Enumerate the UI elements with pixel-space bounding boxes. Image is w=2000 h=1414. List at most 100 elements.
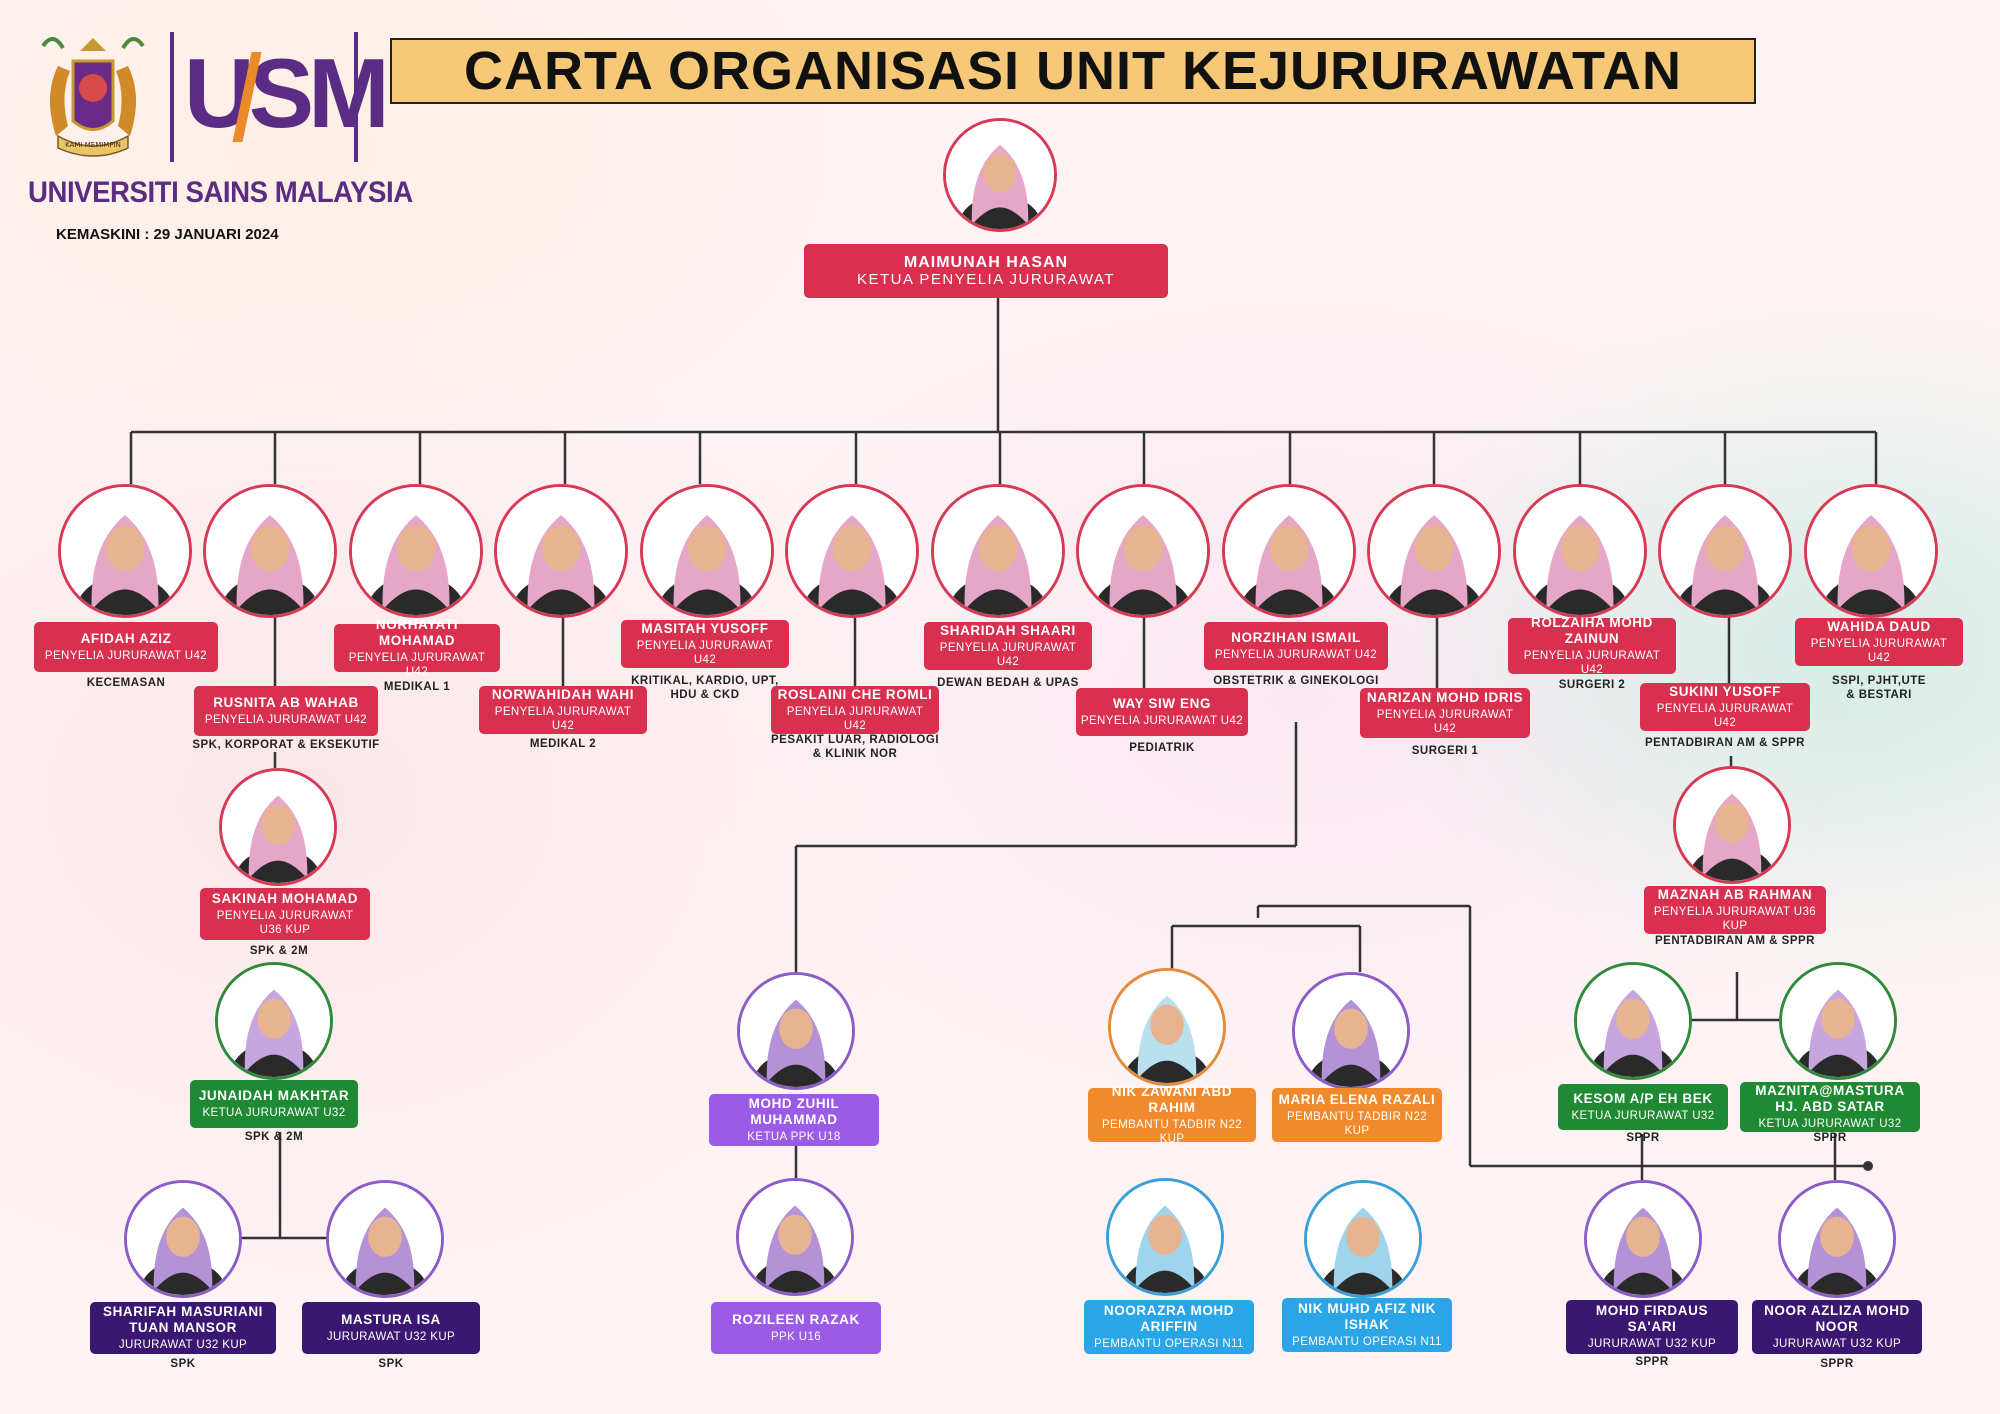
sakinah-name-box: SAKINAH MOHAMAD PENYELIA JURURAWAT U36 K… bbox=[200, 888, 370, 940]
kesom-unit: SPPR bbox=[1626, 1132, 1660, 1144]
supervisor-position: PENYELIA JURURAWAT U42 bbox=[348, 652, 486, 678]
rozileen-position: PPK U16 bbox=[770, 1331, 822, 1343]
chart-title: CARTA ORGANISASI UNIT KEJURURAWATAN bbox=[464, 41, 1682, 101]
portrait-shape bbox=[368, 1216, 402, 1257]
noorazliza-name: NOOR AZLIZA MOHD bbox=[1764, 1303, 1910, 1318]
supervisor-unit-line: & KLINIK NOR bbox=[812, 748, 898, 760]
supervisor-name: ROSLAINI CHE ROMLI bbox=[777, 687, 933, 702]
sharifah-photo bbox=[124, 1180, 242, 1298]
chief-name-box: MAIMUNAH HASAN KETUA PENYELIA JURURAWAT bbox=[804, 244, 1168, 298]
junaidah-position: KETUA JURURAWAT U32 bbox=[202, 1107, 346, 1119]
noorazliza-position: JURURAWAT U32 KUP bbox=[1772, 1338, 1902, 1350]
supervisor-position: PENYELIA JURURAWAT U42 bbox=[1656, 703, 1794, 729]
portrait-shape bbox=[1626, 1216, 1660, 1257]
afiz-name: NIK MUHD AFIZ NIK bbox=[1298, 1301, 1436, 1316]
portrait-shape bbox=[541, 525, 581, 572]
portrait-icon bbox=[1307, 1183, 1419, 1295]
portrait-shape bbox=[687, 525, 727, 572]
maznah-name-box: MAZNAH AB RAHMAN PENYELIA JURURAWAT U36 … bbox=[1644, 886, 1826, 934]
portrait-icon bbox=[218, 965, 330, 1077]
maznah-name: MAZNAH AB RAHMAN bbox=[1657, 887, 1813, 902]
portrait-icon bbox=[739, 1181, 851, 1293]
mastura-unit: SPK bbox=[378, 1358, 404, 1370]
portrait-shape bbox=[1715, 802, 1749, 843]
maria-position: PEMBANTU TADBIR N22 KUP bbox=[1286, 1111, 1428, 1137]
supervisor-unit: KRITIKAL, KARDIO, UPT, HDU & CKD bbox=[606, 674, 804, 702]
supervisor-box-rusnita: RUSNITA AB WAHAB PENYELIA JURURAWAT U42 bbox=[194, 686, 378, 736]
portrait-shape bbox=[778, 1214, 812, 1255]
supervisor-name: NORZIHAN ISMAIL bbox=[1231, 630, 1361, 645]
portrait-shape bbox=[1123, 525, 1163, 572]
portrait-shape bbox=[1616, 998, 1650, 1039]
portrait-icon bbox=[1782, 965, 1894, 1077]
chief-name: MAIMUNAH HASAN bbox=[903, 254, 1069, 271]
supervisor-name: NORHAYATI MOHAMAD bbox=[375, 617, 459, 648]
supervisor-unit-line: & BESTARI bbox=[1846, 689, 1912, 701]
supervisor-box-rolzaiha: ROLZAIHA MOHD ZAINUN PENYELIA JURURAWAT … bbox=[1508, 615, 1676, 676]
supervisor-unit: PENTADBIRAN AM & SPPR bbox=[1644, 737, 1805, 749]
sharifah-name-box: SHARIFAH MASURIANI TUAN MANSOR JURURAWAT… bbox=[90, 1302, 276, 1354]
crest-motto: KAMI MEMIMPIN bbox=[65, 141, 121, 149]
supervisor-position: PENYELIA JURURAWAT U42 bbox=[1376, 709, 1514, 735]
maznita-position: KETUA JURURAWAT U32 bbox=[1758, 1118, 1902, 1130]
supervisor-photo-norzihan bbox=[1222, 484, 1356, 618]
portrait-icon bbox=[1079, 487, 1207, 615]
crest-icon: KAMI MEMIMPIN bbox=[41, 37, 145, 157]
supervisor-unit: SPK, KORPORAT & EKSEKUTIF bbox=[192, 739, 380, 751]
zawani-name-box: NIK ZAWANI ABD RAHIM PEMBANTU TADBIR N22… bbox=[1088, 1084, 1256, 1145]
portrait-icon bbox=[1661, 487, 1789, 615]
portrait-shape bbox=[250, 525, 290, 572]
firdaus-position: JURURAWAT U32 KUP bbox=[1587, 1338, 1717, 1350]
portrait-icon bbox=[329, 1183, 441, 1295]
supervisor-position: PENYELIA JURURAWAT U42 bbox=[1523, 650, 1661, 676]
portrait-shape bbox=[1851, 525, 1891, 572]
rozileen-photo bbox=[736, 1178, 854, 1296]
portrait-shape bbox=[1150, 1004, 1184, 1045]
portrait-icon bbox=[1781, 1183, 1893, 1295]
sakinah-position: U36 KUP bbox=[259, 924, 311, 936]
portrait-shape bbox=[1414, 525, 1454, 572]
maznah-unit: PENTADBIRAN AM & SPPR bbox=[1654, 935, 1815, 947]
portrait-shape bbox=[105, 525, 145, 572]
supervisor-unit: SURGERI 1 bbox=[1411, 745, 1479, 757]
supervisor-photo-afidah bbox=[58, 484, 192, 618]
supervisor-photo-sukini bbox=[1658, 484, 1792, 618]
portrait-shape bbox=[1560, 525, 1600, 572]
portrait-icon bbox=[1516, 487, 1644, 615]
noorazliza-name-box: NOOR AZLIZA MOHD NOOR JURURAWAT U32 KUP bbox=[1752, 1300, 1922, 1354]
portrait-icon bbox=[1225, 487, 1353, 615]
portrait-shape bbox=[983, 153, 1017, 193]
chart-title-box: CARTA ORGANISASI UNIT KEJURURAWATAN bbox=[390, 38, 1756, 104]
portrait-shape bbox=[261, 804, 295, 845]
supervisor-unit: DEWAN BEDAH & UPAS bbox=[937, 677, 1079, 689]
kesom-position: KETUA JURURAWAT U32 bbox=[1571, 1110, 1715, 1122]
portrait-shape bbox=[832, 525, 872, 572]
maznita-name-box: MAZNITA@MASTURA HJ. ABD SATAR KETUA JURU… bbox=[1740, 1082, 1920, 1132]
supervisor-position: PENYELIA JURURAWAT U42 bbox=[939, 642, 1077, 668]
junaidah-photo bbox=[215, 962, 333, 1080]
supervisor-position: PENYELIA JURURAWAT U42 bbox=[204, 714, 368, 726]
supervisor-name: SHARIDAH SHAARI bbox=[940, 623, 1076, 638]
supervisor-box-masitah: MASITAH YUSOFF PENYELIA JURURAWAT U42 bbox=[621, 620, 789, 668]
supervisor-box-way: WAY SIW ENG PENYELIA JURURAWAT U42 bbox=[1076, 688, 1248, 736]
firdaus-unit: SPPR bbox=[1635, 1356, 1669, 1368]
portrait-icon bbox=[1577, 965, 1689, 1077]
portrait-shape bbox=[978, 525, 1018, 572]
zawani-name: RAHIM bbox=[1148, 1100, 1196, 1115]
portrait-icon bbox=[127, 1183, 239, 1295]
maria-name-box: MARIA ELENA RAZALI PEMBANTU TADBIR N22 K… bbox=[1272, 1088, 1442, 1142]
maznita-name: MAZNITA@MASTURA bbox=[1755, 1083, 1905, 1098]
maznita-photo bbox=[1779, 962, 1897, 1080]
afiz-name: ISHAK bbox=[1344, 1317, 1390, 1332]
supervisor-unit: PEDIATRIK bbox=[1129, 742, 1195, 754]
supervisor-name: WAY SIW ENG bbox=[1112, 696, 1212, 711]
supervisor-photo-way bbox=[1076, 484, 1210, 618]
firdaus-name-box: MOHD FIRDAUS SA'ARI JURURAWAT U32 KUP bbox=[1566, 1300, 1738, 1354]
supervisor-unit: PESAKIT LUAR, RADIOLOGI & KLINIK NOR bbox=[756, 733, 954, 761]
supervisor-position: PENYELIA JURURAWAT U42 bbox=[44, 650, 208, 662]
supervisor-box-wahida: WAHIDA DAUD PENYELIA JURURAWAT U42 bbox=[1795, 618, 1963, 666]
supervisor-name: WAHIDA DAUD bbox=[1827, 619, 1931, 634]
portrait-shape bbox=[1821, 998, 1855, 1039]
mastura-position: JURURAWAT U32 KUP bbox=[326, 1331, 456, 1343]
